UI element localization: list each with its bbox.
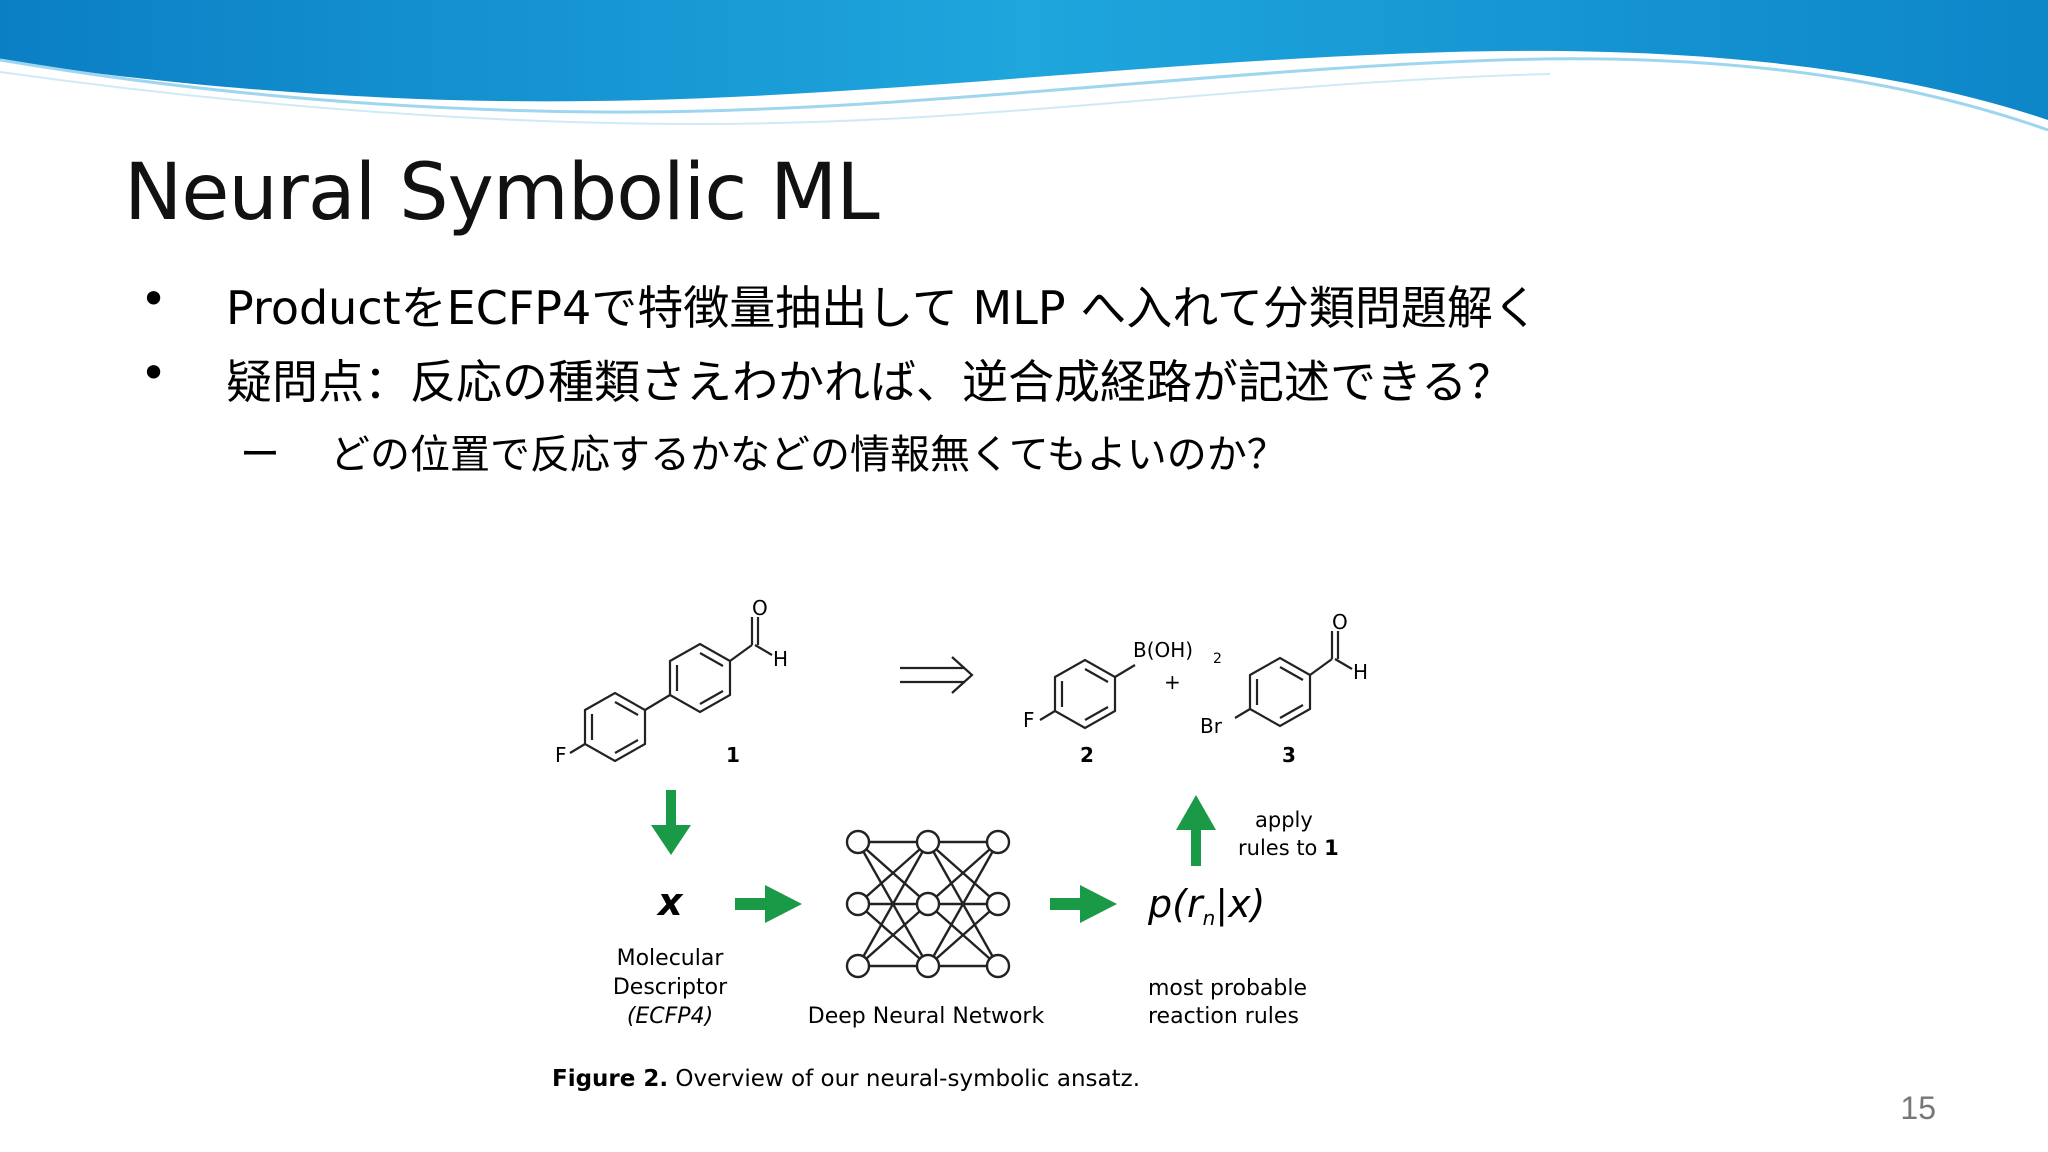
rules-label-line1: most probable bbox=[1148, 976, 1307, 1001]
atom-F: F bbox=[555, 743, 567, 767]
network-label: Deep Neural Network bbox=[808, 1004, 1045, 1029]
descriptor-label-line3: (ECFP4) bbox=[627, 1004, 713, 1029]
right-arrow-1 bbox=[735, 885, 802, 923]
caption-text: Overview of our neural-symbolic ansatz. bbox=[668, 1066, 1140, 1092]
atom-O: O bbox=[752, 596, 768, 620]
compound-3-structure bbox=[1234, 631, 1353, 728]
prob-expr-sub: n bbox=[1203, 906, 1216, 930]
down-arrow bbox=[651, 790, 691, 855]
header-wave bbox=[0, 0, 2048, 132]
right-arrow-2 bbox=[1050, 885, 1117, 923]
bullet-marker: • bbox=[140, 272, 168, 326]
neural-network-diagram bbox=[845, 829, 1011, 979]
page-number: 15 bbox=[1900, 1090, 1936, 1126]
atom-F-2: F bbox=[1023, 708, 1035, 732]
up-arrow bbox=[1176, 795, 1216, 866]
atom-Br: Br bbox=[1200, 714, 1223, 738]
figure-neural-symbolic: O H F 1 B(OH) 2 + F 2 O H Br 3 bbox=[552, 596, 1368, 1092]
descriptor-label-line1: Molecular bbox=[617, 946, 725, 971]
prob-expr-tail: |x) bbox=[1215, 882, 1265, 927]
bullet-text: ProductをECFP4で特徴量抽出して MLP へ入れて分類問題解く bbox=[226, 281, 1539, 335]
probability-expression: p(rn|x) bbox=[1147, 882, 1265, 930]
compound-1-label: 1 bbox=[726, 743, 740, 767]
boronic-subscript: 2 bbox=[1213, 651, 1222, 667]
descriptor-symbol: x bbox=[656, 880, 684, 924]
compound-3-label: 3 bbox=[1282, 743, 1296, 767]
retro-arrow bbox=[900, 656, 974, 694]
compound-2-structure bbox=[1039, 658, 1136, 730]
apply-label-bold: 1 bbox=[1324, 836, 1339, 860]
plus-sign: + bbox=[1164, 670, 1181, 694]
rules-label-line2: reaction rules bbox=[1148, 1004, 1299, 1029]
bullet-marker: • bbox=[140, 346, 168, 400]
atom-O-3: O bbox=[1332, 610, 1348, 634]
slide-title: Neural Symbolic ML bbox=[124, 148, 880, 238]
atom-H: H bbox=[773, 647, 788, 671]
apply-label-line1: apply bbox=[1255, 808, 1313, 832]
boronic-acid-label: B(OH) bbox=[1133, 638, 1193, 662]
descriptor-label-line2: Descriptor bbox=[613, 975, 728, 1000]
atom-H-3: H bbox=[1353, 660, 1368, 684]
apply-label-text: rules to bbox=[1238, 836, 1324, 860]
bullet-text: 疑問点：反応の種類さえわかれば、逆合成経路が記述できる？ bbox=[226, 355, 1514, 409]
compound-1-structure bbox=[569, 617, 773, 763]
prob-expr-head: p(r bbox=[1147, 882, 1205, 926]
caption-bold: Figure 2. bbox=[552, 1066, 668, 1092]
figure-caption: Figure 2. Overview of our neural-symboli… bbox=[552, 1066, 1140, 1092]
compound-2-label: 2 bbox=[1080, 743, 1094, 767]
sub-bullet-marker: ー bbox=[240, 432, 280, 478]
apply-label-line2: rules to 1 bbox=[1238, 836, 1339, 860]
sub-bullet-text: どの位置で反応するかなどの情報無くてもよいのか？ bbox=[330, 432, 1287, 478]
